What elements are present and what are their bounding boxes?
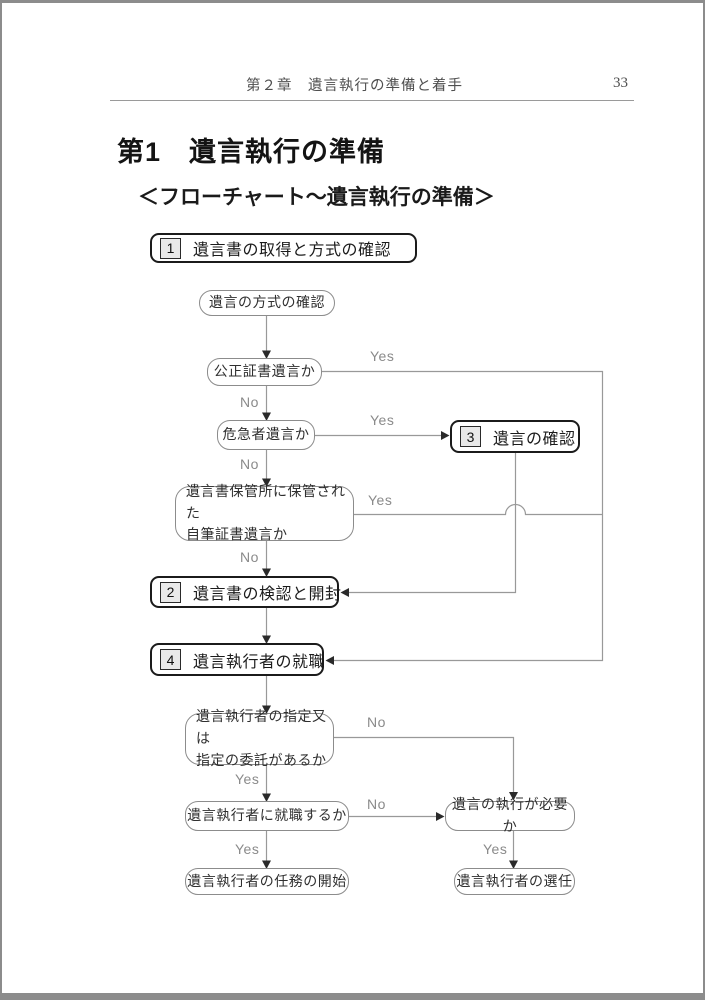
step-3-number-badge: 3: [460, 426, 481, 447]
designation-line2: 指定の委託があるか: [196, 751, 327, 768]
flow-node-notarized-will: 公正証書遺言か: [207, 358, 322, 386]
flow-step-2: 2 遺言書の検認と開封: [150, 576, 342, 608]
edge-label-yes-designation: Yes: [235, 771, 260, 787]
flow-step-3: 3 遺言の確認: [450, 420, 580, 453]
flow-node-execution-needed: 遺言の執行が必要か: [445, 796, 575, 834]
edge-label-no-emergency: No: [240, 456, 259, 472]
edge-label-no-assume: No: [367, 796, 386, 812]
flow-node-method-check: 遺言の方式の確認: [199, 290, 335, 316]
step-2-number-badge: 2: [160, 581, 181, 603]
running-header-chapter: 第２章 遺言執行の準備と着手: [246, 78, 463, 94]
edge-label-yes-notarized: Yes: [370, 348, 395, 364]
edge-label-no-deposited: No: [240, 549, 259, 565]
flow-node-appointment: 遺言執行者の選任: [454, 868, 575, 895]
edge-label-yes-execution: Yes: [483, 841, 508, 857]
deposited-will-line1: 遺言書保管所に保管された: [186, 482, 346, 521]
step-1-number-badge: 1: [160, 237, 181, 259]
flow-node-deposited-will: 遺言書保管所に保管された 自筆証書遺言か: [175, 483, 354, 542]
deposited-will-line2: 自筆証書遺言か: [186, 526, 288, 543]
step-3-label: 遺言の確認: [493, 430, 576, 448]
flowchart-title: ＜フローチャート～遺言執行の準備＞: [138, 186, 495, 209]
section-title: 第1 遺言執行の準備: [117, 137, 386, 167]
step-1-label: 遺言書の取得と方式の確認: [193, 242, 392, 259]
edge-label-yes-assume: Yes: [235, 841, 260, 857]
flow-step-4: 4 遺言執行者の就職: [150, 643, 326, 676]
header-rule: [110, 100, 634, 101]
step-4-label: 遺言執行者の就職: [193, 653, 326, 671]
page-number: 33: [613, 75, 628, 91]
step-4-number-badge: 4: [160, 649, 181, 670]
flow-node-assume-office: 遺言執行者に就職するか: [185, 801, 349, 831]
edge-label-yes-deposited: Yes: [368, 492, 393, 508]
flow-step-1: 1 遺言書の取得と方式の確認: [150, 233, 417, 263]
flow-node-designation: 遺言執行者の指定又は 指定の委託があるか: [185, 708, 334, 768]
designation-line1: 遺言執行者の指定又は: [196, 708, 327, 747]
flow-node-emergency-will: 危急者遺言か: [217, 420, 315, 450]
flow-node-start-duties: 遺言執行者の任務の開始: [185, 868, 349, 895]
edge-label-no-designation: No: [367, 714, 386, 730]
step-2-label: 遺言書の検認と開封: [193, 586, 342, 603]
edge-label-no-notarized: No: [240, 394, 259, 410]
edge-label-yes-emergency: Yes: [370, 412, 395, 428]
